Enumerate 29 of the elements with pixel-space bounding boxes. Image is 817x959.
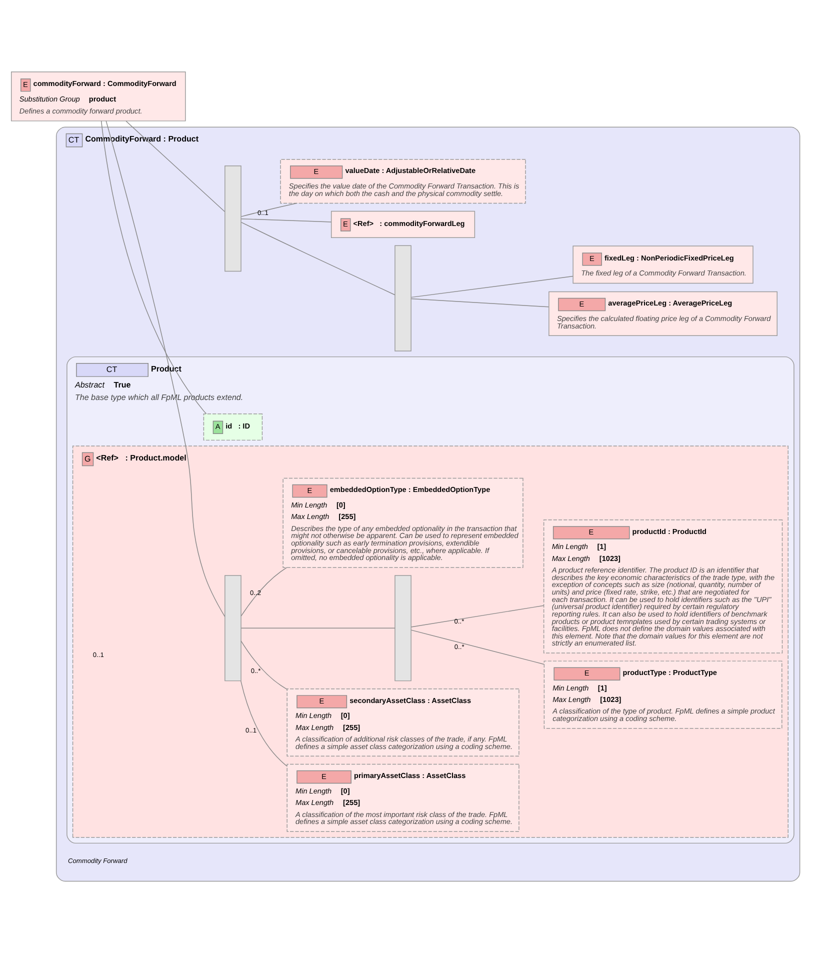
node-box: E valueDate : AdjustableOrRelativeDate Specifies the value date of the Commodity Forward Transaction. This is the day on which both the cash and the physical commodity settle. — [280, 158, 526, 204]
node-box: E commodityForward : CommodityForward Substitution Group product Defines a commodity forward product. — [10, 72, 186, 122]
connector — [240, 222, 396, 296]
node-box: E productType : ProductType Min Length [1] Max Length [1023] A classification of the type of product. FpML defines a simple product categorization using a coding scheme. — [544, 660, 782, 729]
node-box: E <Ref> : commodityForwardLeg — [330, 210, 476, 238]
connector — [240, 567, 288, 616]
connector — [240, 218, 332, 222]
connector — [240, 640, 288, 690]
connector — [100, 120, 207, 414]
node-box: E embeddedOptionType : EmbeddedOptionType Min Length [0] Max Length [255] Describes the type of any embedded optionality in the transaction that might not otherwise be apparent. Can be used to represent embedded optionality such as early termination provisions, extendible provisions, or cancelable provisions, etc., where applicable. If omitted, no embedded optionality is applicable. — [282, 478, 524, 568]
connector — [410, 605, 544, 628]
connector — [410, 298, 549, 308]
connector — [106, 120, 226, 617]
node-box: E averagePriceLeg : AveragePriceLeg Specifies the calculated floating price leg of a Commodity Forward Transaction. — [548, 291, 778, 336]
node-bar — [224, 575, 242, 682]
node-box: E fixedLeg : NonPeriodicFixedPriceLeg The fixed leg of a Commodity Forward Transaction. — [572, 246, 754, 284]
node-box: A id : ID — [203, 414, 263, 441]
connector — [240, 202, 297, 217]
node-box: E productId : ProductId Min Length [1] Max Length [1023] A product reference identifier. The product ID is an identifier that describes the key economic characteristics of the trade type, with the exception of concepts such as size (notional, quantity, number of units) and price (fixed rate, strike, etc.) that are negotiated for each transaction. It can be used to hold identifiers such as the "UPI" (universal product identifier) required by certain regulatory reporting rules. It can also be used to hold identifiers of benchmark products or product temnplates used by certain trading systems or facilities. FpML does not define the domain values associated with this element. Note that the domain values for this element are not strictly an enumerated list. — [543, 520, 783, 654]
connector — [240, 628, 396, 629]
node-bar — [394, 575, 412, 682]
node-box: E primaryAssetClass : AssetClass Min Length [0] Max Length [255] A classification of the most important risk class of the trade. FpML defines a simple asset class categorization using a coding scheme. — [286, 764, 520, 832]
connector — [240, 680, 288, 767]
connector — [410, 276, 574, 298]
node-bar — [394, 245, 412, 352]
connector — [126, 120, 226, 212]
connector — [410, 630, 544, 665]
node-box: E secondaryAssetClass : AssetClass Min Length [0] Max Length [255] A classification of additional risk classes of the trade, if any. FpML defines a simple asset class categorization using a coding scheme. — [286, 688, 520, 757]
node-bar — [224, 166, 242, 272]
